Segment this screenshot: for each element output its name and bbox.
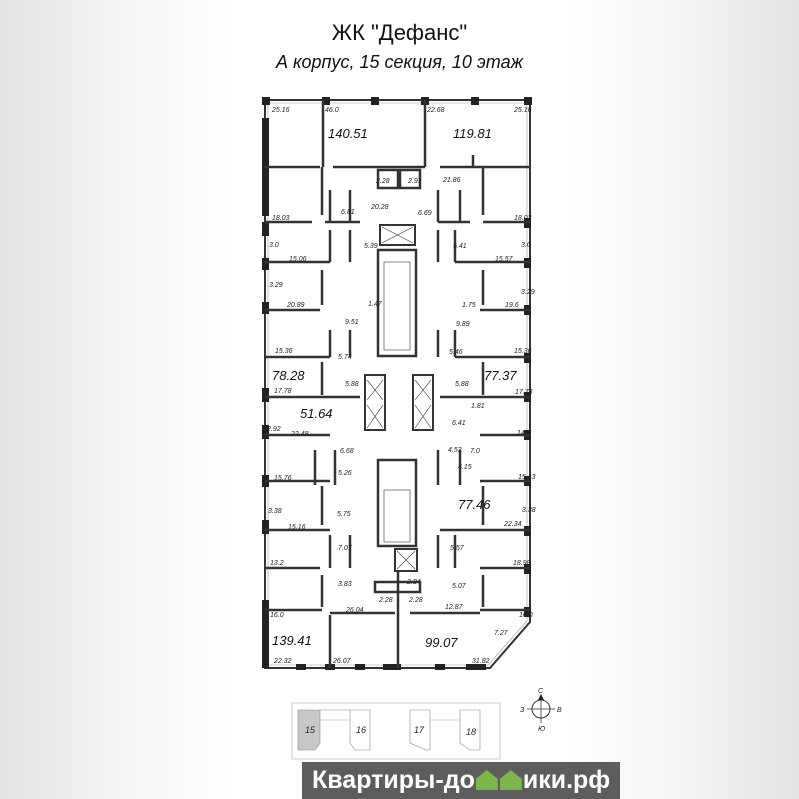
room-area-label: 6.41 — [452, 420, 466, 427]
apartment-area-label: 99.07 — [425, 635, 458, 650]
room-area-label: 4.53 — [448, 447, 462, 454]
room-area-label: 2.84 — [406, 579, 421, 586]
key-section-18: 18 — [466, 727, 476, 737]
outer-walls — [264, 99, 531, 669]
room-area-label: 6.68 — [340, 448, 354, 455]
room-area-label: 31.82 — [472, 658, 490, 665]
room-area-label: 13.2 — [270, 560, 284, 567]
apartment-area-label: 119.81 — [453, 126, 492, 141]
building-core — [364, 224, 434, 572]
room-area-label: 4.15 — [458, 464, 472, 471]
apartment-area-label: 51.64 — [300, 406, 333, 421]
room-area-label: 18.03 — [514, 215, 532, 222]
room-area-label: 2.28 — [408, 597, 423, 604]
room-area-label: 5.75 — [337, 511, 351, 518]
room-area-label: 18.03 — [272, 215, 290, 222]
house-icon — [499, 770, 522, 790]
room-area-label: 22.34 — [503, 521, 522, 528]
area-labels: 140.51 119.81 78.28 77.37 51.64 77.46 139.41 99… — [266, 107, 536, 665]
key-section-16: 16 — [356, 725, 366, 735]
room-area-label: 6.69 — [418, 210, 432, 217]
page-subtitle: А корпус, 15 секция, 10 этаж — [276, 52, 523, 72]
watermark-text-start: Квартиры-до — [312, 766, 475, 794]
watermark-logo: Квартиры-до ики.рф — [302, 762, 620, 799]
compass-west: З — [520, 707, 525, 714]
room-area-label: 3.83 — [338, 581, 352, 588]
room-area-label: 21.86 — [442, 177, 461, 184]
apartment-area-label: 77.37 — [484, 368, 517, 383]
room-area-label: 22.68 — [426, 107, 445, 114]
room-area-label: 1.81 — [471, 403, 485, 410]
room-area-label: 3.38 — [268, 508, 282, 515]
room-area-label: 20.89 — [286, 302, 305, 309]
room-area-label: 7.27 — [494, 630, 509, 637]
room-area-label: 5.88 — [455, 381, 469, 388]
page-title: ЖК "Дефанс" — [331, 20, 468, 45]
room-area-label: 2.28 — [378, 597, 393, 604]
key-section-17: 17 — [414, 725, 425, 735]
room-area-label: 5.46 — [449, 349, 463, 356]
room-area-label: 15.76 — [274, 475, 292, 482]
room-area-label: 25.16 — [271, 107, 290, 114]
room-area-label: 12.87 — [445, 604, 464, 611]
room-area-label: 14.4 — [517, 430, 531, 437]
key-section-15: 15 — [305, 725, 316, 735]
room-area-label: 6.81 — [341, 209, 355, 216]
room-area-label: 9.51 — [345, 319, 359, 326]
room-area-label: 25.16 — [513, 107, 532, 114]
room-area-label: 1.75 — [462, 302, 476, 309]
key-plan: 15 16 17 18 — [291, 702, 501, 760]
room-area-label: 5.57 — [450, 545, 465, 552]
room-area-label: 2.91 — [407, 178, 422, 185]
room-area-label: 18.98 — [513, 560, 531, 567]
room-area-label: 5.41 — [453, 243, 467, 250]
room-area-label: 17.78 — [515, 389, 533, 396]
room-area-label: 19.6 — [505, 302, 519, 309]
house-icon — [475, 770, 498, 790]
room-area-label: 3.0 — [521, 242, 531, 249]
compass-icon: С Ю З В — [520, 688, 562, 733]
room-area-label: 15.36 — [275, 348, 293, 355]
interior-walls — [265, 100, 530, 668]
apartment-area-label: 139.41 — [272, 633, 312, 648]
room-area-label: 16.0 — [270, 612, 284, 619]
room-area-label: 3.29 — [521, 289, 535, 296]
room-area-label: 26.04 — [345, 607, 364, 614]
compass-east: В — [557, 707, 562, 714]
room-area-label: 5.88 — [345, 381, 359, 388]
room-area-label: 46.0 — [325, 107, 339, 114]
room-area-label: 22.48 — [290, 431, 309, 438]
room-area-label: 5.26 — [338, 470, 352, 477]
watermark-text-end: ики.рф — [522, 766, 611, 794]
room-area-label: 5.39 — [364, 243, 378, 250]
room-area-label: 16.0 — [519, 612, 533, 619]
room-area-label: 22.32 — [273, 658, 292, 665]
apartment-area-label: 140.51 — [328, 126, 368, 141]
room-area-label: 15.57 — [495, 256, 514, 263]
apartment-area-label: 78.28 — [272, 368, 305, 383]
room-area-label: 5.74 — [338, 354, 352, 361]
room-area-label: 3.0 — [269, 242, 279, 249]
room-area-label: 26.07 — [332, 658, 352, 665]
room-area-label: 15.16 — [288, 524, 306, 531]
room-area-label: 17.78 — [274, 388, 292, 395]
room-area-label: 15.06 — [289, 256, 307, 263]
room-area-label: 3.29 — [269, 282, 283, 289]
room-area-label: 2.92 — [266, 426, 281, 433]
room-area-label: 1.47 — [368, 301, 383, 308]
room-area-label: 15.36 — [514, 348, 532, 355]
room-area-label: 9.89 — [456, 321, 470, 328]
room-area-label: 20.28 — [370, 204, 389, 211]
compass-south: Ю — [538, 726, 545, 733]
apartment-area-label: 77.46 — [458, 497, 491, 512]
room-area-label: 2.28 — [375, 178, 390, 185]
room-area-label: 5.07 — [452, 583, 467, 590]
room-area-label: 3.38 — [522, 507, 536, 514]
compass-north: С — [538, 688, 544, 695]
room-area-label: 7.0 — [470, 448, 480, 455]
room-area-label: 15.13 — [518, 474, 536, 481]
room-area-label: 7.07 — [338, 545, 353, 552]
